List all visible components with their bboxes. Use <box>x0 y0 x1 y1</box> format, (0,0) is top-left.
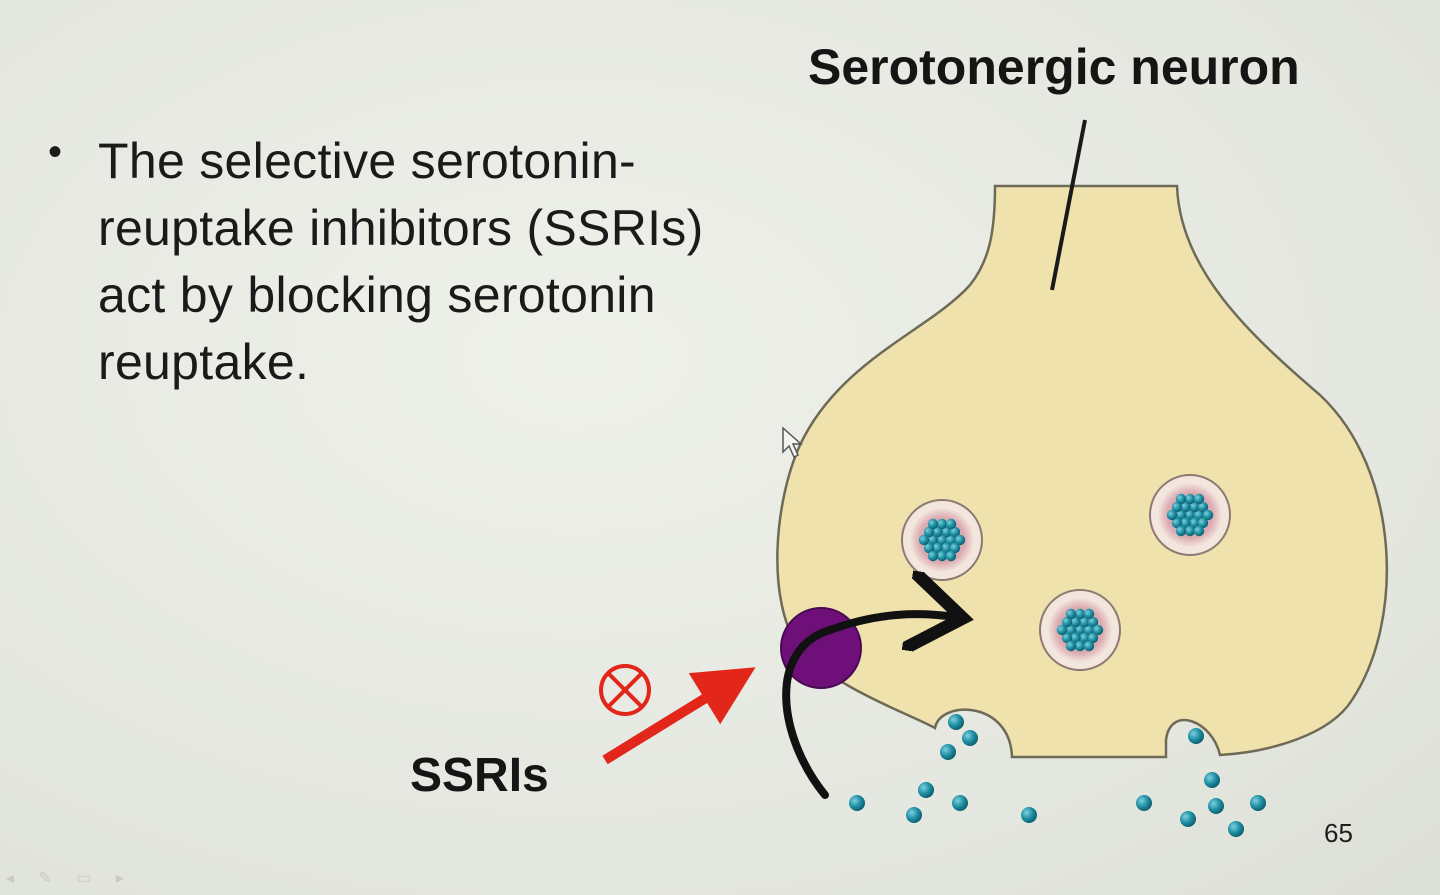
vesicle-serotonin-dot <box>1074 640 1086 652</box>
vesicle-serotonin-dot <box>1083 624 1095 636</box>
vesicle-serotonin-dot <box>1065 640 1077 652</box>
vesicle-serotonin-dot <box>1202 509 1214 521</box>
vesicle-serotonin-dot <box>1197 517 1209 529</box>
vesicle-serotonin-dot <box>1189 501 1200 513</box>
bullet-line-2: reuptake inhibitors (SSRIs) <box>98 200 704 256</box>
vesicle-serotonin-dot <box>1061 632 1073 644</box>
vesicle-serotonin-dot <box>1193 525 1205 537</box>
vesicle-right <box>1149 474 1231 556</box>
vesicle-serotonin-dot <box>954 534 966 546</box>
vesicle-serotonin-dot <box>1070 616 1081 628</box>
vesicle-serotonin-dot <box>1180 517 1191 529</box>
vesicle-serotonin-dot <box>941 526 952 538</box>
vesicle-serotonin-dot <box>945 534 957 546</box>
vesicle-serotonin-dot <box>918 534 930 546</box>
vesicle-serotonin-dot <box>1070 632 1081 644</box>
vesicle-serotonin-dot <box>1065 624 1077 636</box>
vesicle-serotonin-dot <box>936 550 948 562</box>
ssri-arrow <box>602 667 756 765</box>
vesicle-serotonin-dot <box>1175 509 1187 521</box>
vesicle-serotonin-dot <box>949 542 961 554</box>
bullet-line-4: reuptake. <box>98 334 310 390</box>
vesicle-serotonin-dot <box>1193 493 1205 505</box>
vesicle-serotonin-dot <box>1197 501 1209 513</box>
vesicle-serotonin-dot <box>1175 525 1187 537</box>
vesicle-serotonin-dot <box>927 518 939 530</box>
neuron-label-pointer <box>1050 119 1087 291</box>
vesicle-serotonin-dot <box>945 518 957 530</box>
vesicle-serotonin-dot <box>1079 616 1090 628</box>
bullet-line-1: The selective serotonin- <box>98 133 637 189</box>
vesicle-serotonin-dot <box>936 518 948 530</box>
circled-times-icon <box>599 664 651 716</box>
vesicle-serotonin-dot <box>1171 501 1183 513</box>
vesicle-serotonin-dot <box>1171 517 1183 529</box>
vesicle-serotonin-dot <box>936 534 948 546</box>
vesicle-serotonin-dot <box>949 526 961 538</box>
bullet-text: The selective serotonin- reuptake inhibi… <box>98 128 798 396</box>
vesicle-serotonin-dot <box>1065 608 1077 620</box>
vesicle-serotonin-dot <box>932 542 943 554</box>
vesicle-serotonin-dot <box>1056 624 1068 636</box>
vesicle-left <box>901 499 983 581</box>
vesicle-serotonin-dot <box>923 526 935 538</box>
vesicle-bottom <box>1039 589 1121 671</box>
vesicle-serotonin-dot <box>1184 525 1196 537</box>
slide-nav-icons[interactable]: ◂ ✎ ▭ ▸ <box>6 870 134 887</box>
neuron-terminal <box>776 184 1389 759</box>
vesicle-serotonin-dot <box>1184 493 1196 505</box>
vesicle-serotonin-dot <box>1175 493 1187 505</box>
vesicle-serotonin-dot <box>1074 608 1086 620</box>
vesicle-serotonin-dot <box>1166 509 1178 521</box>
reuptake-arrow <box>782 614 955 799</box>
vesicle-serotonin-dot <box>945 550 957 562</box>
vesicle-serotonin-dot <box>927 550 939 562</box>
serotonin-molecules <box>849 714 1266 837</box>
vesicle-serotonin-dot <box>923 542 935 554</box>
mouse-pointer-icon <box>782 426 803 459</box>
vesicle-serotonin-dot <box>1083 608 1095 620</box>
page-number: 65 <box>1324 818 1353 848</box>
vesicle-serotonin-dot <box>941 542 952 554</box>
vesicle-serotonin-dot <box>1087 616 1099 628</box>
bullet-dot-icon: • <box>48 130 63 174</box>
vesicle-serotonin-dot <box>927 534 939 546</box>
vesicle-serotonin-dot <box>1092 624 1104 636</box>
vesicle-serotonin-dot <box>1184 509 1196 521</box>
vesicle-serotonin-dot <box>1180 501 1191 513</box>
ssri-label: SSRIs <box>410 749 549 802</box>
bullet-line-3: act by blocking serotonin <box>98 267 656 323</box>
vesicle-serotonin-dot <box>1061 616 1073 628</box>
vesicle-serotonin-dot <box>1189 517 1200 529</box>
vesicle-serotonin-dot <box>932 526 943 538</box>
vesicle-serotonin-dot <box>1087 632 1099 644</box>
neuron-label: Serotonergic neuron <box>808 39 1300 95</box>
vesicle-serotonin-dot <box>1193 509 1205 521</box>
vesicle-serotonin-dot <box>1083 640 1095 652</box>
vesicle-serotonin-dot <box>1074 624 1086 636</box>
vesicle-serotonin-dot <box>1079 632 1090 644</box>
